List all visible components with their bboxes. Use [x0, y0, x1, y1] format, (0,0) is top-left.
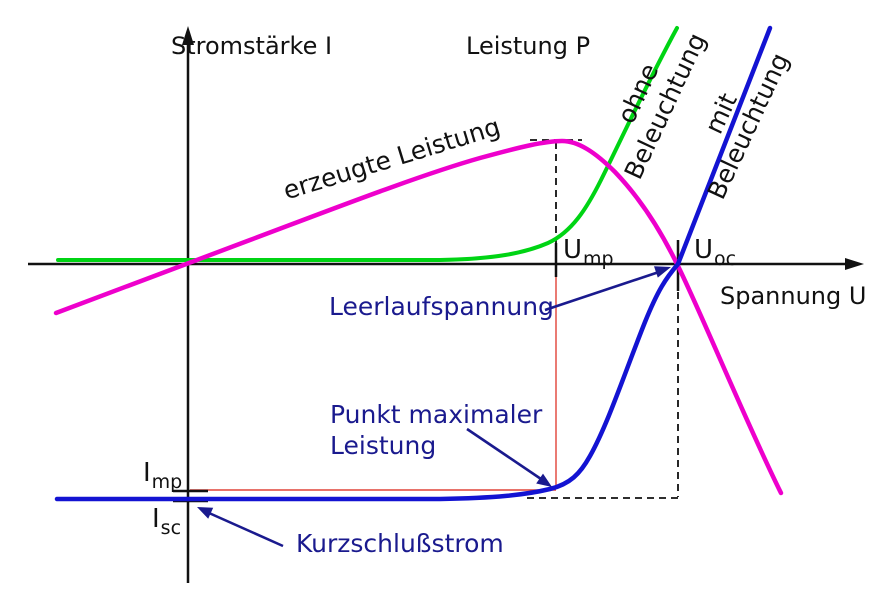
isc-base: I — [152, 504, 160, 534]
uoc-sub: oc — [714, 248, 737, 270]
imp-tick-label: Imp — [143, 458, 182, 493]
curve-illuminated-iv — [54, 25, 773, 502]
x-axis-arrowhead-icon — [845, 258, 864, 270]
mpp-annotation: Punkt maximaler Leistung — [330, 399, 542, 461]
ump-base: U — [563, 235, 583, 265]
arrow-open-circuit-line — [544, 270, 660, 312]
isc-sub: sc — [160, 517, 182, 539]
curve-dark-iv — [56, 26, 679, 262]
isc-tick-label: Isc — [152, 504, 181, 539]
imp-sub: mp — [151, 471, 183, 493]
arrow-short-circuit-head-icon — [197, 507, 214, 519]
power-axis-label: Leistung P — [466, 32, 591, 60]
uoc-tick-label: Uoc — [694, 235, 736, 270]
y-axis-arrowhead-icon — [182, 26, 194, 45]
short-circuit-annotation: Kurzschlußstrom — [296, 529, 504, 558]
mpp-annotation-line2: Leistung — [330, 431, 437, 460]
uoc-base: U — [694, 235, 714, 265]
arrow-mpp-line — [466, 427, 542, 481]
mpp-annotation-line1: Punkt maximaler — [330, 400, 543, 429]
open-circuit-annotation: Leerlaufspannung — [329, 292, 554, 321]
x-axis-label: Spannung U — [720, 282, 867, 310]
arrow-short-circuit-line — [208, 511, 284, 548]
arrow-open-circuit-head-icon — [654, 266, 671, 278]
curve-power — [53, 138, 784, 496]
imp-base: I — [143, 458, 151, 488]
ump-tick-label: Ump — [563, 235, 614, 270]
ump-sub: mp — [583, 248, 614, 270]
arrow-mpp-head-icon — [536, 473, 552, 487]
y-axis-label: Stromstärke I — [171, 32, 333, 60]
